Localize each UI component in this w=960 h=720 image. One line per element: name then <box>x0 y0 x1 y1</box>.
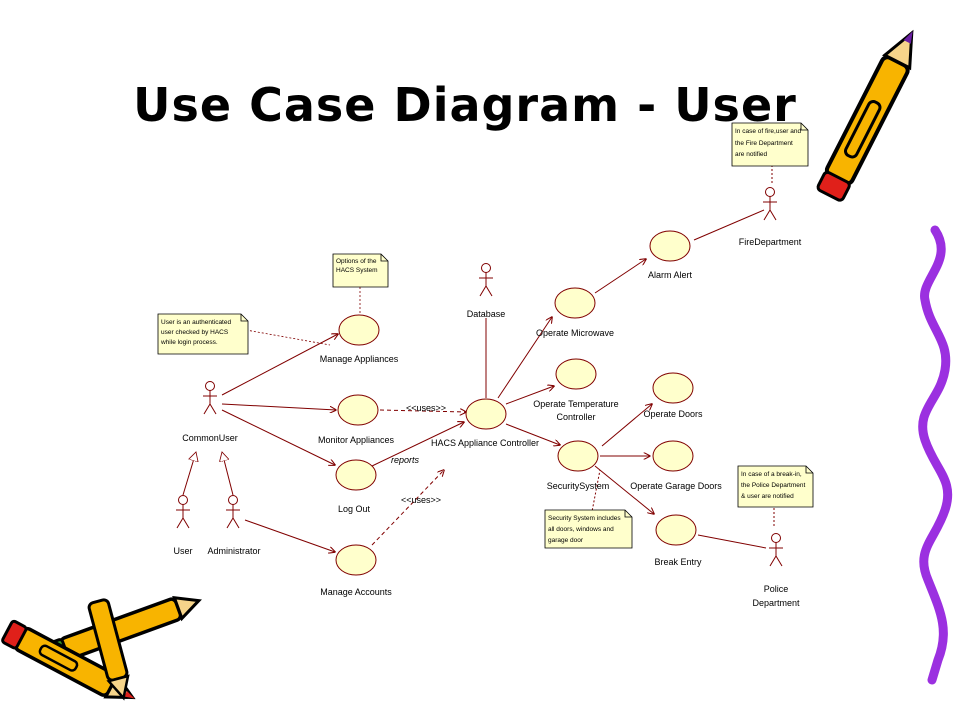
svg-text:are notified: are notified <box>735 151 768 158</box>
note-breakin: In case of a break-in, the Police Depart… <box>737 465 814 508</box>
svg-text:In case of fire,user and: In case of fire,user and <box>735 128 802 135</box>
use-cases <box>335 230 697 576</box>
usecase-monitor-appliances[interactable] <box>337 394 379 426</box>
page-title: Use Case Diagram - User <box>133 78 797 132</box>
svg-text:Options of the: Options of the <box>336 258 377 265</box>
svg-text:garage door: garage door <box>548 537 584 544</box>
label-log-out: Log Out <box>338 504 371 514</box>
label-administrator: Administrator <box>207 546 260 556</box>
label-operate-temperature-1: Operate Temperature <box>533 399 618 409</box>
usecase-hacs-controller[interactable] <box>465 398 507 430</box>
note-options: Options of the HACS System <box>332 253 389 288</box>
note-login: User is an authenticated user checked by… <box>157 313 249 355</box>
pencil-icon <box>1 596 202 701</box>
label-police-2: Department <box>752 598 800 608</box>
label-uses-1: <<uses>> <box>406 403 446 413</box>
svg-text:while login process.: while login process. <box>160 339 218 346</box>
actor-administrator-icon[interactable] <box>225 495 241 529</box>
label-operate-garage-doors: Operate Garage Doors <box>630 481 722 491</box>
label-user: User <box>173 546 192 556</box>
svg-text:all doors, windows and: all doors, windows and <box>548 526 614 533</box>
actor-database-icon[interactable] <box>478 263 494 297</box>
usecase-operate-doors[interactable] <box>652 372 694 404</box>
actor-user-icon[interactable] <box>175 495 191 529</box>
label-police-1: Police <box>764 584 789 594</box>
usecase-operate-garage-doors[interactable] <box>652 440 694 472</box>
label-operate-temperature-2: Controller <box>556 412 595 422</box>
label-common-user: CommonUser <box>182 433 238 443</box>
label-uses-2: <<uses>> <box>401 495 441 505</box>
label-database: Database <box>467 309 506 319</box>
label-alarm-alert: Alarm Alert <box>648 270 693 280</box>
label-reports: reports <box>391 455 420 465</box>
note-security: Security System includes all doors, wind… <box>544 509 633 549</box>
label-manage-appliances: Manage Appliances <box>320 354 399 364</box>
svg-text:User is an authenticated: User is an authenticated <box>161 319 231 326</box>
label-monitor-appliances: Monitor Appliances <box>318 435 395 445</box>
usecase-alarm-alert[interactable] <box>649 230 691 262</box>
note-fire: In case of fire,user and the Fire Depart… <box>731 122 809 167</box>
label-operate-doors: Operate Doors <box>643 409 703 419</box>
actor-fire-department-icon[interactable] <box>762 187 778 221</box>
squiggle-border <box>918 225 953 685</box>
labels: Manage Appliances Monitor Appliances Log… <box>173 237 801 608</box>
label-fire-department: FireDepartment <box>739 237 802 247</box>
svg-text:In case of a break-in,: In case of a break-in, <box>741 471 802 478</box>
svg-text:user checked by HACS: user checked by HACS <box>161 329 229 336</box>
label-hacs-controller: HACS Appliance Controller <box>431 438 539 448</box>
label-break-entry: Break Entry <box>654 557 702 567</box>
usecase-manage-accounts[interactable] <box>335 544 377 576</box>
usecase-operate-temperature[interactable] <box>555 358 597 390</box>
svg-text:HACS System: HACS System <box>336 267 378 274</box>
svg-text:Security System includes: Security System includes <box>548 515 621 522</box>
usecase-operate-microwave[interactable] <box>554 287 596 319</box>
usecase-security-system[interactable] <box>557 440 599 472</box>
svg-text:the Fire Department: the Fire Department <box>735 140 793 147</box>
svg-text:& user are notified: & user are notified <box>741 493 794 500</box>
pencil-icon <box>816 29 914 202</box>
usecase-break-entry[interactable] <box>655 514 697 546</box>
associations <box>182 165 775 552</box>
actor-police-department-icon[interactable] <box>768 533 784 567</box>
label-security-system: SecuritySystem <box>547 481 610 491</box>
label-manage-accounts: Manage Accounts <box>320 587 392 597</box>
label-operate-microwave: Operate Microwave <box>536 328 614 338</box>
usecase-log-out[interactable] <box>335 459 377 491</box>
usecase-manage-appliances[interactable] <box>338 314 380 346</box>
svg-text:the Police Department: the Police Department <box>741 482 806 489</box>
actor-common-user-icon[interactable] <box>202 381 218 415</box>
